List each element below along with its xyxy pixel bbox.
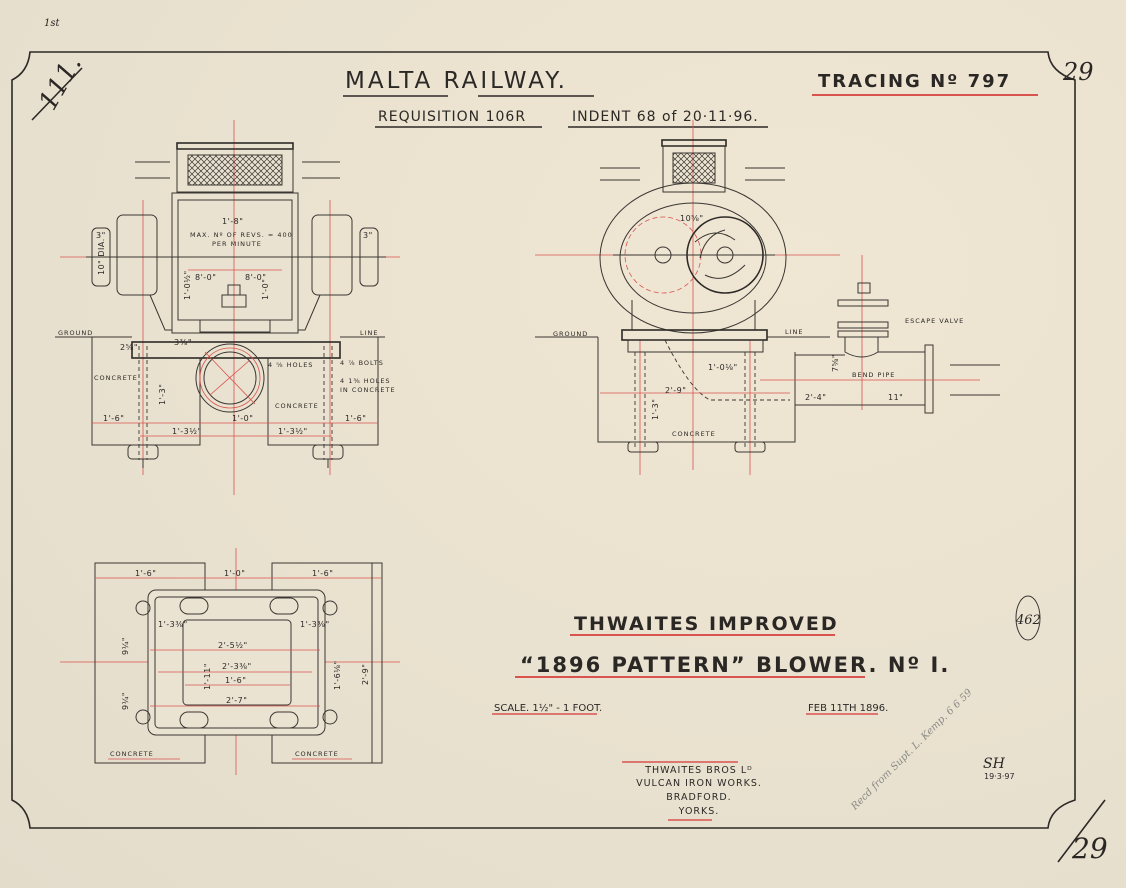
dim-label: 10⅝" bbox=[680, 214, 704, 223]
requisition: REQUISITION 106R bbox=[378, 109, 526, 125]
dim-label: 1'-6" bbox=[103, 414, 124, 423]
dim-label: 1'-3" bbox=[651, 399, 660, 420]
draughtsman-monogram: SH bbox=[983, 756, 1006, 772]
maker-line: YORKS. bbox=[678, 806, 720, 817]
dim-label: 1'-3½" bbox=[278, 427, 308, 436]
blower-title-line2: “1896 PATTERN” BLOWER. Nº I. bbox=[520, 653, 950, 677]
dim-label: 10" DIA. bbox=[97, 238, 106, 275]
dim-label: 2'-9" bbox=[361, 664, 370, 685]
dim-label: 1'-0" bbox=[232, 414, 253, 423]
dim-label: 2'-3⅜" bbox=[222, 662, 252, 671]
monogram-date: 19·3·97 bbox=[984, 772, 1015, 781]
ground-label-right: GROUND bbox=[553, 330, 588, 338]
indent: INDENT 68 of 20·11·96. bbox=[572, 109, 759, 125]
concrete-label: CONCRETE bbox=[275, 402, 319, 410]
dim-label: 2'-9" bbox=[665, 386, 686, 395]
in-concrete-label: IN CONCRETE bbox=[340, 386, 396, 394]
dim-label: 1'-6" bbox=[225, 676, 246, 685]
title-block: THWAITES IMPROVED “1896 PATTERN” BLOWER.… bbox=[492, 613, 1015, 821]
concrete-label: CONCRETE bbox=[94, 374, 138, 382]
dim-label: 1'-6" bbox=[135, 569, 156, 578]
line-label-right: LINE bbox=[785, 328, 804, 336]
circled-number: 462 bbox=[1015, 613, 1041, 628]
tracing-number: TRACING Nº 797 bbox=[818, 71, 1011, 92]
dim-label: 2⅝" bbox=[120, 343, 138, 352]
drawing-title: MALTA RAILWAY. bbox=[345, 68, 568, 94]
dim-label: 7⅝" bbox=[831, 354, 840, 372]
maker-line: VULCAN IRON WORKS. bbox=[636, 778, 762, 789]
dim-label: 1'-3" bbox=[158, 384, 167, 405]
blower-title-line1: THWAITES IMPROVED bbox=[574, 613, 839, 635]
ground-label-left: GROUND bbox=[58, 329, 93, 337]
archive-number: 111. bbox=[33, 50, 88, 115]
maker-line: THWAITES BROS Lᴰ bbox=[644, 765, 753, 776]
dim-label: 1'-8" bbox=[222, 217, 243, 226]
dim-label: 1'-0⅛" bbox=[708, 363, 738, 372]
concrete-label: CONCRETE bbox=[672, 430, 716, 438]
concrete-label: CONCRETE bbox=[110, 750, 154, 758]
sheet-number-top: 29 bbox=[1062, 58, 1094, 86]
scale-label: SCALE. 1½" - 1 FOOT. bbox=[494, 702, 602, 714]
dim-label: 1'-3½" bbox=[172, 427, 202, 436]
dim-label: 2'-4" bbox=[805, 393, 826, 402]
per-minute-label: PER MINUTE bbox=[212, 240, 262, 248]
dim-label: 1'-6" bbox=[312, 569, 333, 578]
maker-line: BRADFORD. bbox=[666, 792, 731, 803]
dim-label: 2'-7" bbox=[226, 696, 247, 705]
dim-label: 1'-3⅜" bbox=[300, 620, 330, 629]
concrete-label: CONCRETE bbox=[295, 750, 339, 758]
dim-label: 11" bbox=[888, 393, 903, 402]
dim-label: 3" bbox=[363, 231, 373, 240]
dim-label: 1'-11" bbox=[203, 663, 212, 690]
holes-label: 4 ⅝ HOLES bbox=[268, 361, 313, 369]
front-elevation: GROUND LINE MAX. Nº OF REVS. = 400 PER M… bbox=[55, 120, 400, 495]
revs-label: MAX. Nº OF REVS. = 400 bbox=[190, 231, 293, 239]
line-label-left: LINE bbox=[360, 329, 379, 337]
dim-label: 2'-5½" bbox=[218, 641, 248, 650]
dim-label: 1'-0" bbox=[261, 279, 270, 300]
archive-small: 1st bbox=[44, 18, 60, 29]
bolts-label: 4 ⅞ BOLTS bbox=[340, 359, 384, 367]
dim-label: 1'-0½" bbox=[183, 270, 192, 300]
bend-pipe-label: BEND PIPE bbox=[852, 371, 895, 379]
dim-label: 1'-0" bbox=[224, 569, 245, 578]
escape-valve-label: ESCAPE VALVE bbox=[905, 317, 964, 325]
dim-label: 9¼" bbox=[121, 692, 130, 710]
dim-label: 8'-0" bbox=[245, 273, 266, 282]
dim-label: 9¼" bbox=[121, 637, 130, 655]
dim-label: 1'-3⅜" bbox=[158, 620, 188, 629]
holes-concrete-label: 4 1⅜ HOLES bbox=[340, 377, 391, 385]
dim-label: 8'-0" bbox=[195, 273, 216, 282]
dim-label: 1'-6" bbox=[345, 414, 366, 423]
side-elevation: GROUND LINE ESCAPE VALVE BEND PIPE CONCR… bbox=[535, 120, 1000, 475]
dim-label: 3⅜" bbox=[174, 338, 192, 347]
dim-label: 1'-6⅛" bbox=[333, 660, 342, 690]
dim-label: 3" bbox=[96, 231, 106, 240]
plan-view: CONCRETE CONCRETE 1'-6" 1'-0" 1'-6" 1'-3… bbox=[60, 548, 400, 775]
drawing-date: FEB 11TH 1896. bbox=[808, 703, 888, 714]
sheet-border bbox=[11, 51, 1076, 829]
